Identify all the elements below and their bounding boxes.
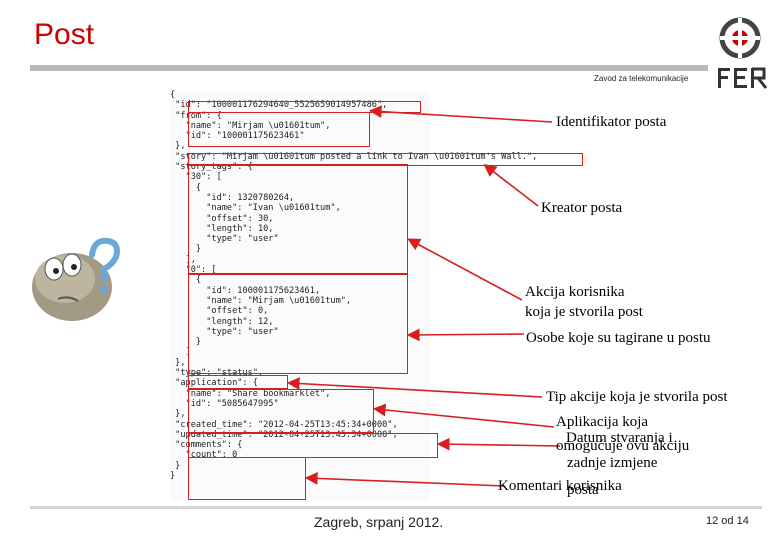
code-line: }, [170, 409, 186, 420]
highlight-times [188, 433, 438, 458]
footer-bar [30, 506, 762, 509]
code-line: "story_tags": { [170, 162, 253, 173]
code-line: ], [170, 254, 196, 265]
highlight-tags-second [188, 274, 408, 374]
code-line: "id": 100001175623461, [170, 285, 321, 296]
header-bar [30, 65, 708, 71]
highlight-application [188, 389, 374, 433]
code-line: "id": "100001175623461" [170, 131, 305, 142]
code-line: "0": [ [170, 265, 217, 276]
code-line: "length": 10, [170, 223, 274, 234]
code-line: "type": "user" [170, 234, 279, 245]
code-line: "length": 12, [170, 316, 274, 327]
slide-title: Post [34, 18, 95, 51]
code-line: { [170, 182, 202, 193]
code-line: "id": 1320780264, [170, 192, 295, 203]
highlight-story-tags [188, 164, 408, 274]
callout-app-line1: Aplikacija koja [556, 414, 649, 430]
highlight-type [188, 375, 288, 389]
code-line: "name": "Mirjam \u01601tum", [170, 120, 331, 131]
page-number: 12 od 14 [706, 515, 749, 527]
code-line: { [170, 275, 202, 286]
code-line: }, [170, 357, 186, 368]
footer-date: Zagreb, srpanj 2012. [314, 514, 444, 530]
code-line: "name": "Mirjam \u01601tum", [170, 295, 352, 306]
highlight-from [188, 112, 370, 147]
code-line: }, [170, 141, 186, 152]
callout-action-line1: Akcija korisnika [525, 284, 625, 300]
callout-comments: Komentari korisnika [498, 478, 622, 494]
callout-dates-line3: posta [567, 482, 599, 498]
code-line: "type": "user" [170, 326, 279, 337]
code-line: "offset": 0, [170, 306, 269, 317]
code-line: } [170, 337, 202, 348]
institute-name: Zavod za telekomunikacije [594, 74, 689, 83]
callout-dates-line2: zadnje izmjene [567, 455, 658, 471]
code-line: } [170, 460, 181, 471]
code-line: "count": 0 [170, 450, 238, 461]
code-line: "from": { [170, 110, 222, 121]
code-line: "offset": 30, [170, 213, 274, 224]
code-line: "updated_time": "2012-04-25T13:45:34+000… [170, 429, 398, 440]
highlight-comments [188, 457, 306, 500]
callout-action-line2: koja je stvorila post [525, 304, 643, 320]
callout-id: Identifikator posta [556, 114, 667, 130]
code-line: "created_time": "2012-04-25T13:45:34+000… [170, 419, 398, 430]
callout-dates-line1: Datum stvaranja i [566, 430, 673, 446]
code-line: "id": "5085647995" [170, 398, 279, 409]
fer-logo-icon [718, 17, 768, 89]
highlight-story [188, 153, 583, 166]
callout-tagged: Osobe koje su tagirane u postu [526, 330, 711, 346]
code-line: } [170, 470, 176, 481]
callout-app-line2: omogućuje ovu akciju [556, 438, 690, 454]
callout-type: Tip akcije koja je stvorila post [546, 389, 728, 405]
code-line: "comments": { [170, 440, 243, 451]
code-line: "application": { [170, 378, 258, 389]
confused-face-icon [32, 237, 120, 321]
callout-creator: Kreator posta [541, 200, 623, 216]
code-line: "30": [ [170, 172, 222, 183]
code-line: "name": "Ivan \u01601tum", [170, 203, 341, 214]
code-line: } [170, 244, 202, 255]
code-line: { [170, 90, 176, 100]
